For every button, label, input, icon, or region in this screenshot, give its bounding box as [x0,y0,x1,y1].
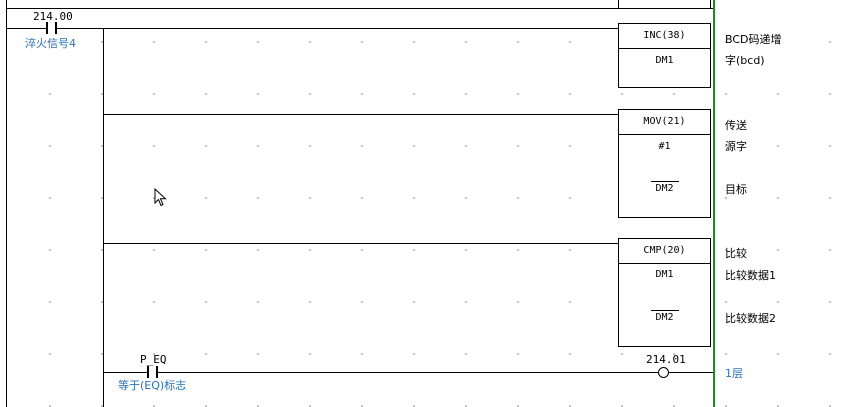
cmp-instruction-block[interactable]: CMP(20) DM1 DM2 [618,238,711,347]
cmp-operand2-overline [650,310,679,311]
contact-p-eq-left-plate[interactable] [147,366,149,378]
contact-214-00-address: 214.00 [33,10,73,23]
mov-instruction-name: MOV(21) [643,116,686,127]
mov-separator [619,134,710,135]
coil-214-01-comment: 1层 [725,367,743,380]
contact-214-00-left-plate[interactable] [46,22,48,34]
rung0-left-wire [6,28,46,29]
prev-rung-line [6,8,713,9]
contact-214-00-comment: 淬火信号4 [25,37,76,50]
rung0-branch-bus [103,28,104,407]
mouse-cursor-icon [154,188,167,207]
contact-p-eq-right-plate[interactable] [156,366,158,378]
mov-comment-dest: 目标 [725,183,747,196]
mov-dest-overline [650,181,679,182]
cmp-comment-op1: 比较数据1 [725,269,776,282]
inc-comment-line1: BCD码递增 [725,33,782,46]
right-power-rail [713,0,715,407]
inc-comment-line2: 字(bcd) [725,54,765,67]
coil-214-01[interactable] [658,367,669,378]
rung0-main-wire [57,28,618,29]
mov-dest-operand: DM2 [655,183,674,194]
mov-comment-title: 传送 [725,119,747,132]
cmp-instruction-name: CMP(20) [643,245,686,256]
rung1-left-wire [103,372,147,373]
inc-instruction-block[interactable]: INC(38) DM1 [618,23,711,88]
prev-box-right-edge [710,0,711,9]
inc-operand: DM1 [655,55,674,66]
inc-separator [619,48,710,49]
cmp-operand-2: DM2 [655,312,674,323]
rung1-main-wire [158,372,658,373]
mov-source-operand: #1 [658,141,671,152]
coil-214-01-address: 214.01 [646,353,686,366]
mov-instruction-block[interactable]: MOV(21) #1 DM2 [618,109,711,218]
contact-p-eq-comment: 等于(EQ)标志 [118,379,187,392]
cmp-branch-wire [103,243,618,244]
left-power-rail [6,0,7,407]
contact-214-00-right-plate[interactable] [55,22,57,34]
mov-branch-wire [103,114,618,115]
cmp-operand-1: DM1 [655,269,674,280]
coil-to-rail-wire [669,372,713,373]
prev-box-left-edge [618,0,619,9]
mov-comment-source: 源字 [725,140,747,153]
contact-p-eq-address: P_EQ [140,353,167,366]
cmp-comment-op2: 比较数据2 [725,312,776,325]
cmp-separator [619,263,710,264]
cmp-comment-title: 比较 [725,247,747,260]
inc-instruction-name: INC(38) [643,30,686,41]
